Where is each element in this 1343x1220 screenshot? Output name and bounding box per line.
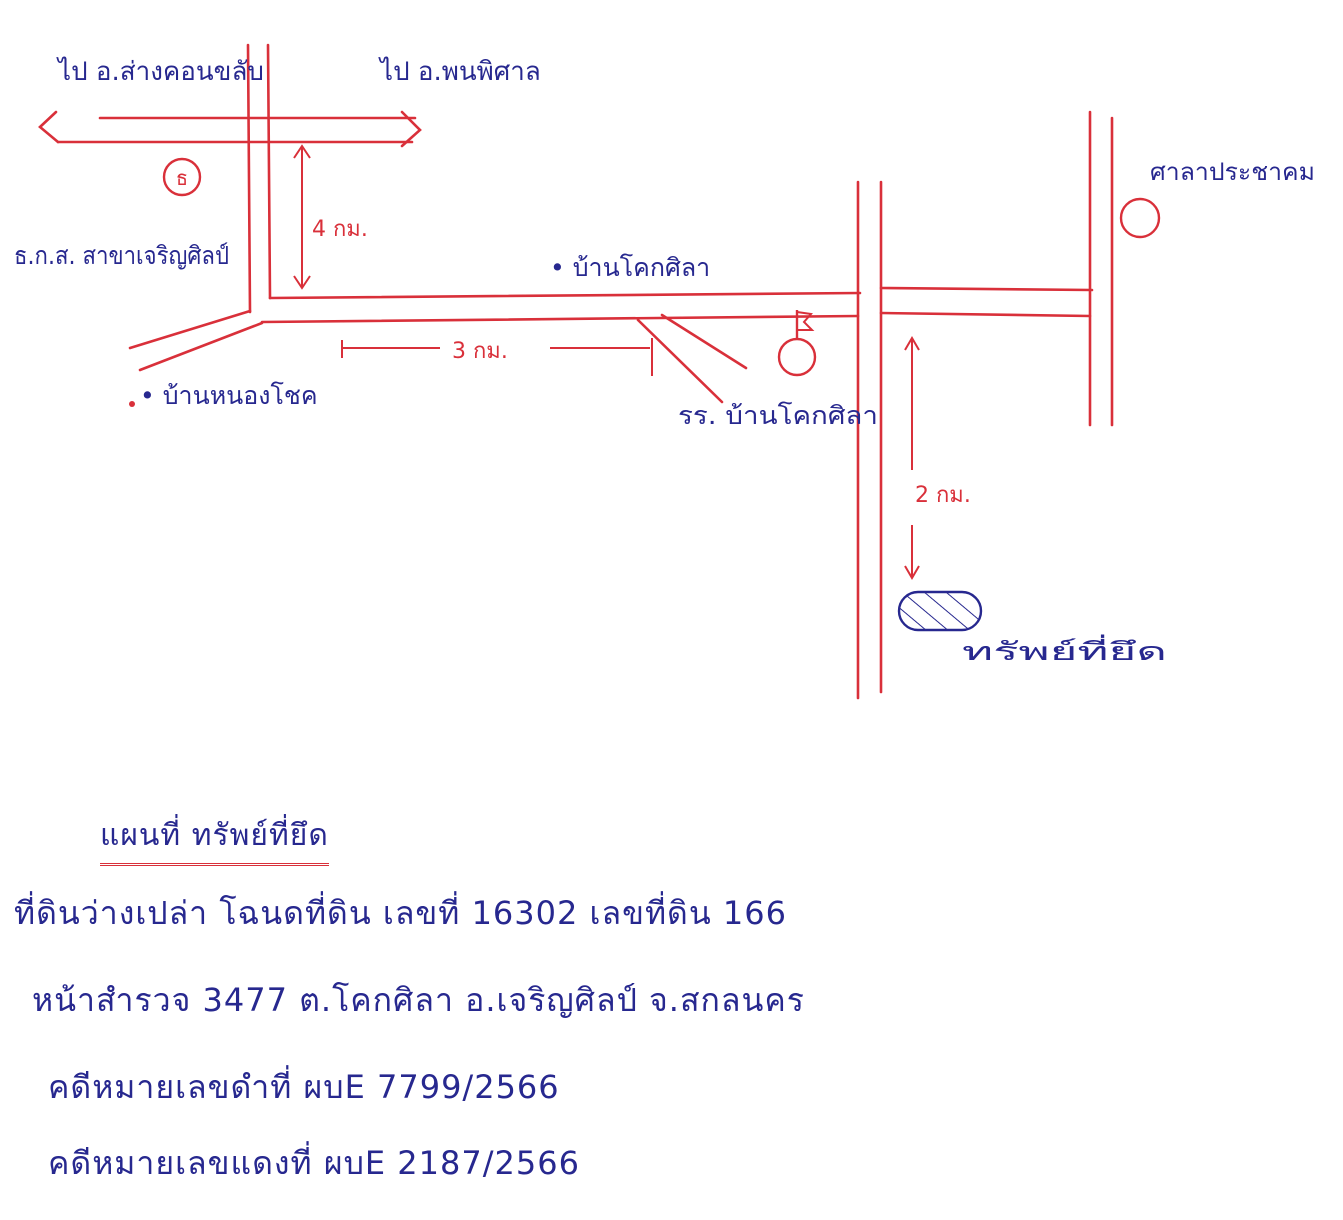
dim-south-arrow-bottom-icon <box>904 565 920 580</box>
village-dot-icon <box>129 401 135 407</box>
dim-west-label: 3 กม. <box>452 339 508 364</box>
road-diagonal-east <box>660 313 748 370</box>
label-bank: ธ.ก.ส. สาขาเจริญศิลป์ <box>14 241 229 270</box>
caption-title-text: แผนที่ ทรัพย์ที่ยึด <box>100 812 329 866</box>
caption-line-2: หน้าสำรวจ 3477 ต.โคกศิลา อ.เจริญศิลป์ จ.… <box>32 981 805 1019</box>
property-hatched-icon <box>897 590 983 632</box>
dim-south-arrow-top-icon <box>904 336 920 351</box>
road-north-east-edge <box>266 43 272 300</box>
dim-south-label: 2 กม. <box>915 483 971 508</box>
label-property: ทรัพย์ที่ยึด <box>962 634 1167 666</box>
dim-north-arrow-top-icon <box>293 144 311 159</box>
road-diagonal-west <box>636 318 724 404</box>
caption-title: แผนที่ ทรัพย์ที่ยึด <box>100 812 329 866</box>
label-village-nongchon: • บ้านหนองโชค <box>140 381 318 410</box>
arrow-east-icon <box>400 110 422 148</box>
arrow-west-icon <box>38 110 60 144</box>
landmarks: ธ <box>129 157 1161 632</box>
dim-north-arrow-bottom-icon <box>293 275 311 290</box>
dim-north-label: 4 กม. <box>312 217 368 242</box>
caption-line-3: คดีหมายเลขดำที่ ผบE 7799/2566 <box>48 1068 560 1106</box>
road-main-south-edge <box>260 314 860 324</box>
label-sala: ศาลาประชาคม <box>1150 158 1315 186</box>
road-sw-branch-north-edge <box>128 309 252 350</box>
road-east-north-edge <box>879 286 1094 292</box>
road-sw-branch-south-edge <box>138 321 264 372</box>
caption-line-1: ที่ดินว่างเปล่า โฉนดที่ดิน เลขที่ 16302 … <box>14 894 787 932</box>
road-main-north-edge <box>268 291 862 300</box>
caption-line-4: คดีหมายเลขแดงที่ ผบE 2187/2566 <box>48 1144 580 1182</box>
label-to-east: ไป อ.พนพิศาล <box>378 56 541 87</box>
label-school: รร. บ้านโคกศิลา <box>678 401 878 430</box>
direction-arrows <box>38 110 422 148</box>
label-to-west: ไป อ.ส่างคอนขลับ <box>56 56 264 87</box>
bank-marker-letter: ธ <box>176 166 188 190</box>
bank-marker-icon <box>162 157 202 197</box>
sala-marker-icon <box>1119 197 1161 239</box>
map-labels: ไป อ.ส่างคอนขลับ ไป อ.พนพิศาล ธ.ก.ส. สาข… <box>14 56 1315 666</box>
road-east-south-edge <box>879 311 1092 318</box>
road-north-west-edge <box>246 43 252 314</box>
distance-markers: 4 กม. 3 กม. 2 กม. <box>293 144 971 580</box>
roads <box>56 43 1114 700</box>
school-flag-icon <box>777 310 817 377</box>
label-village-koksila: • บ้านโคกศิลา <box>550 253 710 282</box>
